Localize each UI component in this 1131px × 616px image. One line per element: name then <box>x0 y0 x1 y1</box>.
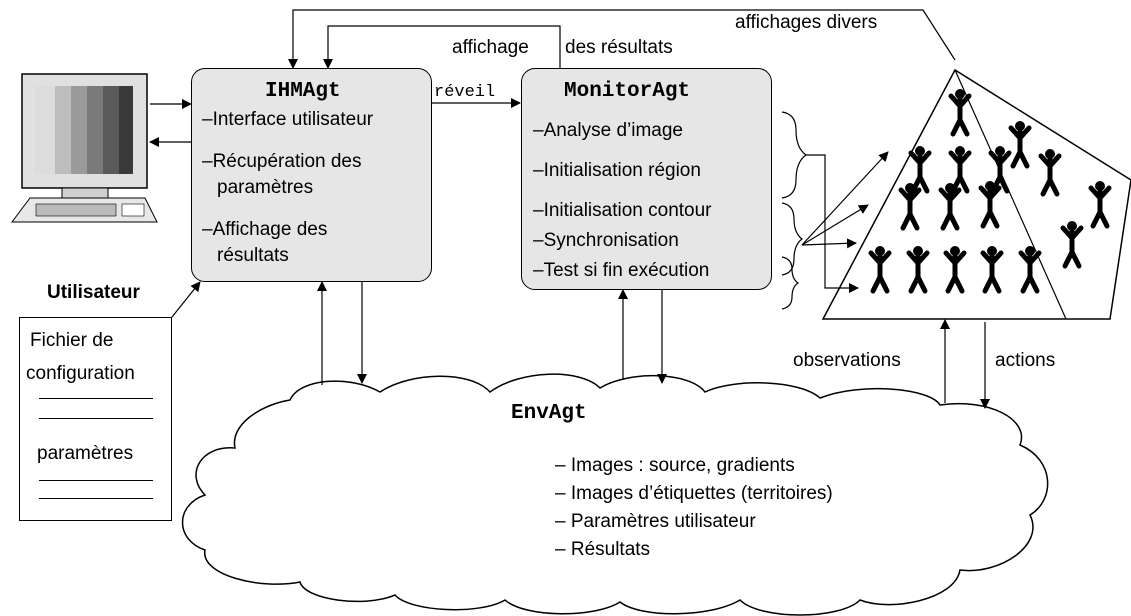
label-reveil: réveil <box>434 83 496 102</box>
ihm-agent-title: IHMAgt <box>265 80 341 103</box>
config-rule <box>39 398 153 399</box>
label-actions: actions <box>995 350 1056 371</box>
monitor-agent-title: MonitorAgt <box>564 80 691 103</box>
ihm-item-resultats: résultats <box>217 245 289 266</box>
ihm-item-recuperation: –Récupération des <box>202 151 362 172</box>
monitor-item-synchronisation: –Synchronisation <box>533 230 679 251</box>
monitor-item-init-region: –Initialisation région <box>533 160 701 181</box>
ihm-item-parametres: paramètres <box>217 177 314 198</box>
monitor-item-init-contour: –Initialisation contour <box>533 200 712 221</box>
monitor-item-analyse: –Analyse d’image <box>533 120 683 141</box>
label-utilisateur: Utilisateur <box>47 282 140 303</box>
ihm-item-interface: –Interface utilisateur <box>202 109 374 130</box>
agent-pyramid <box>821 68 1131 320</box>
label-des-resultats: des résultats <box>565 37 673 58</box>
monitor-item-test-fin: –Test si fin exécution <box>533 260 710 281</box>
monitor-agent-box: MonitorAgt –Analyse d’image –Initialisat… <box>521 68 772 290</box>
env-item-images: – Images : source, gradients <box>555 455 795 476</box>
config-file: Fichier de configuration paramètres <box>19 317 172 521</box>
config-rule <box>39 418 153 419</box>
config-subtitle: paramètres <box>37 443 134 464</box>
config-rule <box>39 498 153 499</box>
env-item-resultats: – Résultats <box>555 539 651 560</box>
ihm-item-affichage: –Affichage des <box>202 219 328 240</box>
env-cloud <box>181 373 1049 616</box>
env-agent-title: EnvAgt <box>511 402 587 425</box>
label-affichage: affichage <box>452 37 529 58</box>
ihm-agent-box: IHMAgt –Interface utilisateur –Récupérat… <box>191 68 432 282</box>
env-item-etiquettes: – Images d’étiquettes (territoires) <box>555 483 833 504</box>
env-item-parametres: – Paramètres utilisateur <box>555 511 756 532</box>
config-title-line1: Fichier de <box>30 330 114 351</box>
config-rule <box>39 480 153 481</box>
label-observations: observations <box>793 350 901 371</box>
computer-icon <box>11 73 158 223</box>
label-affichages-divers: affichages divers <box>735 12 878 33</box>
config-title-line2: configuration <box>26 363 135 384</box>
